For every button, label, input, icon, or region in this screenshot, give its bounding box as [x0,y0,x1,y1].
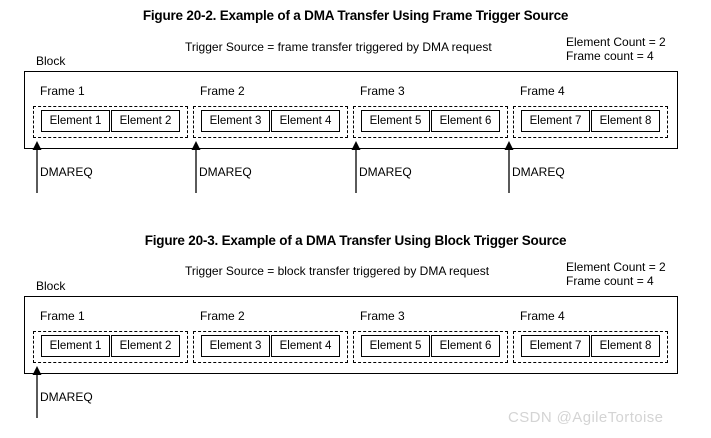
element-count-label-1: Element Count = 2 [566,35,666,49]
watermark-text: CSDN @AgileTortoise [508,409,664,426]
element-box-1-8: Element 8 [591,110,660,132]
element-box-2-7: Element 7 [521,335,590,357]
element-box-2-1: Element 1 [41,335,110,357]
element-count-label-2: Element Count = 2 [566,260,666,274]
dmareq-arrow-2-1 [31,366,43,418]
element-box-1-2: Element 2 [111,110,180,132]
dmareq-arrow-1-2 [190,141,202,193]
dmareq-label-1-2: DMAREQ [199,165,252,179]
counts-group-2: Element Count = 2 Frame count = 4 [566,260,666,288]
element-box-1-1: Element 1 [41,110,110,132]
frame-count-label-1: Frame count = 4 [566,49,654,63]
dmareq-label-2-1: DMAREQ [40,390,93,404]
frame-label-1-1: Frame 1 [40,84,85,98]
element-box-2-6: Element 6 [431,335,500,357]
dmareq-arrow-1-4 [503,141,515,193]
counts-group-1: Element Count = 2 Frame count = 4 [566,35,666,63]
trigger-source-label-2: Trigger Source = block transfer triggere… [185,264,490,278]
element-box-2-2: Element 2 [111,335,180,357]
element-box-1-5: Element 5 [361,110,430,132]
frame-label-1-2: Frame 2 [200,84,245,98]
figure-title-1: Figure 20-2. Example of a DMA Transfer U… [142,8,569,23]
frame-label-1-4: Frame 4 [520,84,565,98]
block-label-2: Block [36,279,66,293]
frame-label-2-2: Frame 2 [200,309,245,323]
frame-label-1-3: Frame 3 [360,84,405,98]
dmareq-label-1-3: DMAREQ [359,165,412,179]
element-box-1-7: Element 7 [521,110,590,132]
element-box-2-3: Element 3 [201,335,270,357]
block-label-1: Block [36,54,66,68]
figure-title-2: Figure 20-3. Example of a DMA Transfer U… [144,233,567,248]
dmareq-arrow-1-1 [31,141,43,193]
dmareq-label-1-4: DMAREQ [512,165,565,179]
frame-label-2-3: Frame 3 [360,309,405,323]
element-box-1-6: Element 6 [431,110,500,132]
element-box-1-4: Element 4 [271,110,340,132]
trigger-source-label-1: Trigger Source = frame transfer triggere… [185,40,492,54]
frame-label-2-1: Frame 1 [40,309,85,323]
dmareq-arrow-1-3 [350,141,362,193]
element-box-2-5: Element 5 [361,335,430,357]
element-box-2-4: Element 4 [271,335,340,357]
element-box-1-3: Element 3 [201,110,270,132]
element-box-2-8: Element 8 [591,335,660,357]
frame-label-2-4: Frame 4 [520,309,565,323]
frame-count-label-2: Frame count = 4 [566,274,654,288]
dmareq-label-1-1: DMAREQ [40,165,93,179]
